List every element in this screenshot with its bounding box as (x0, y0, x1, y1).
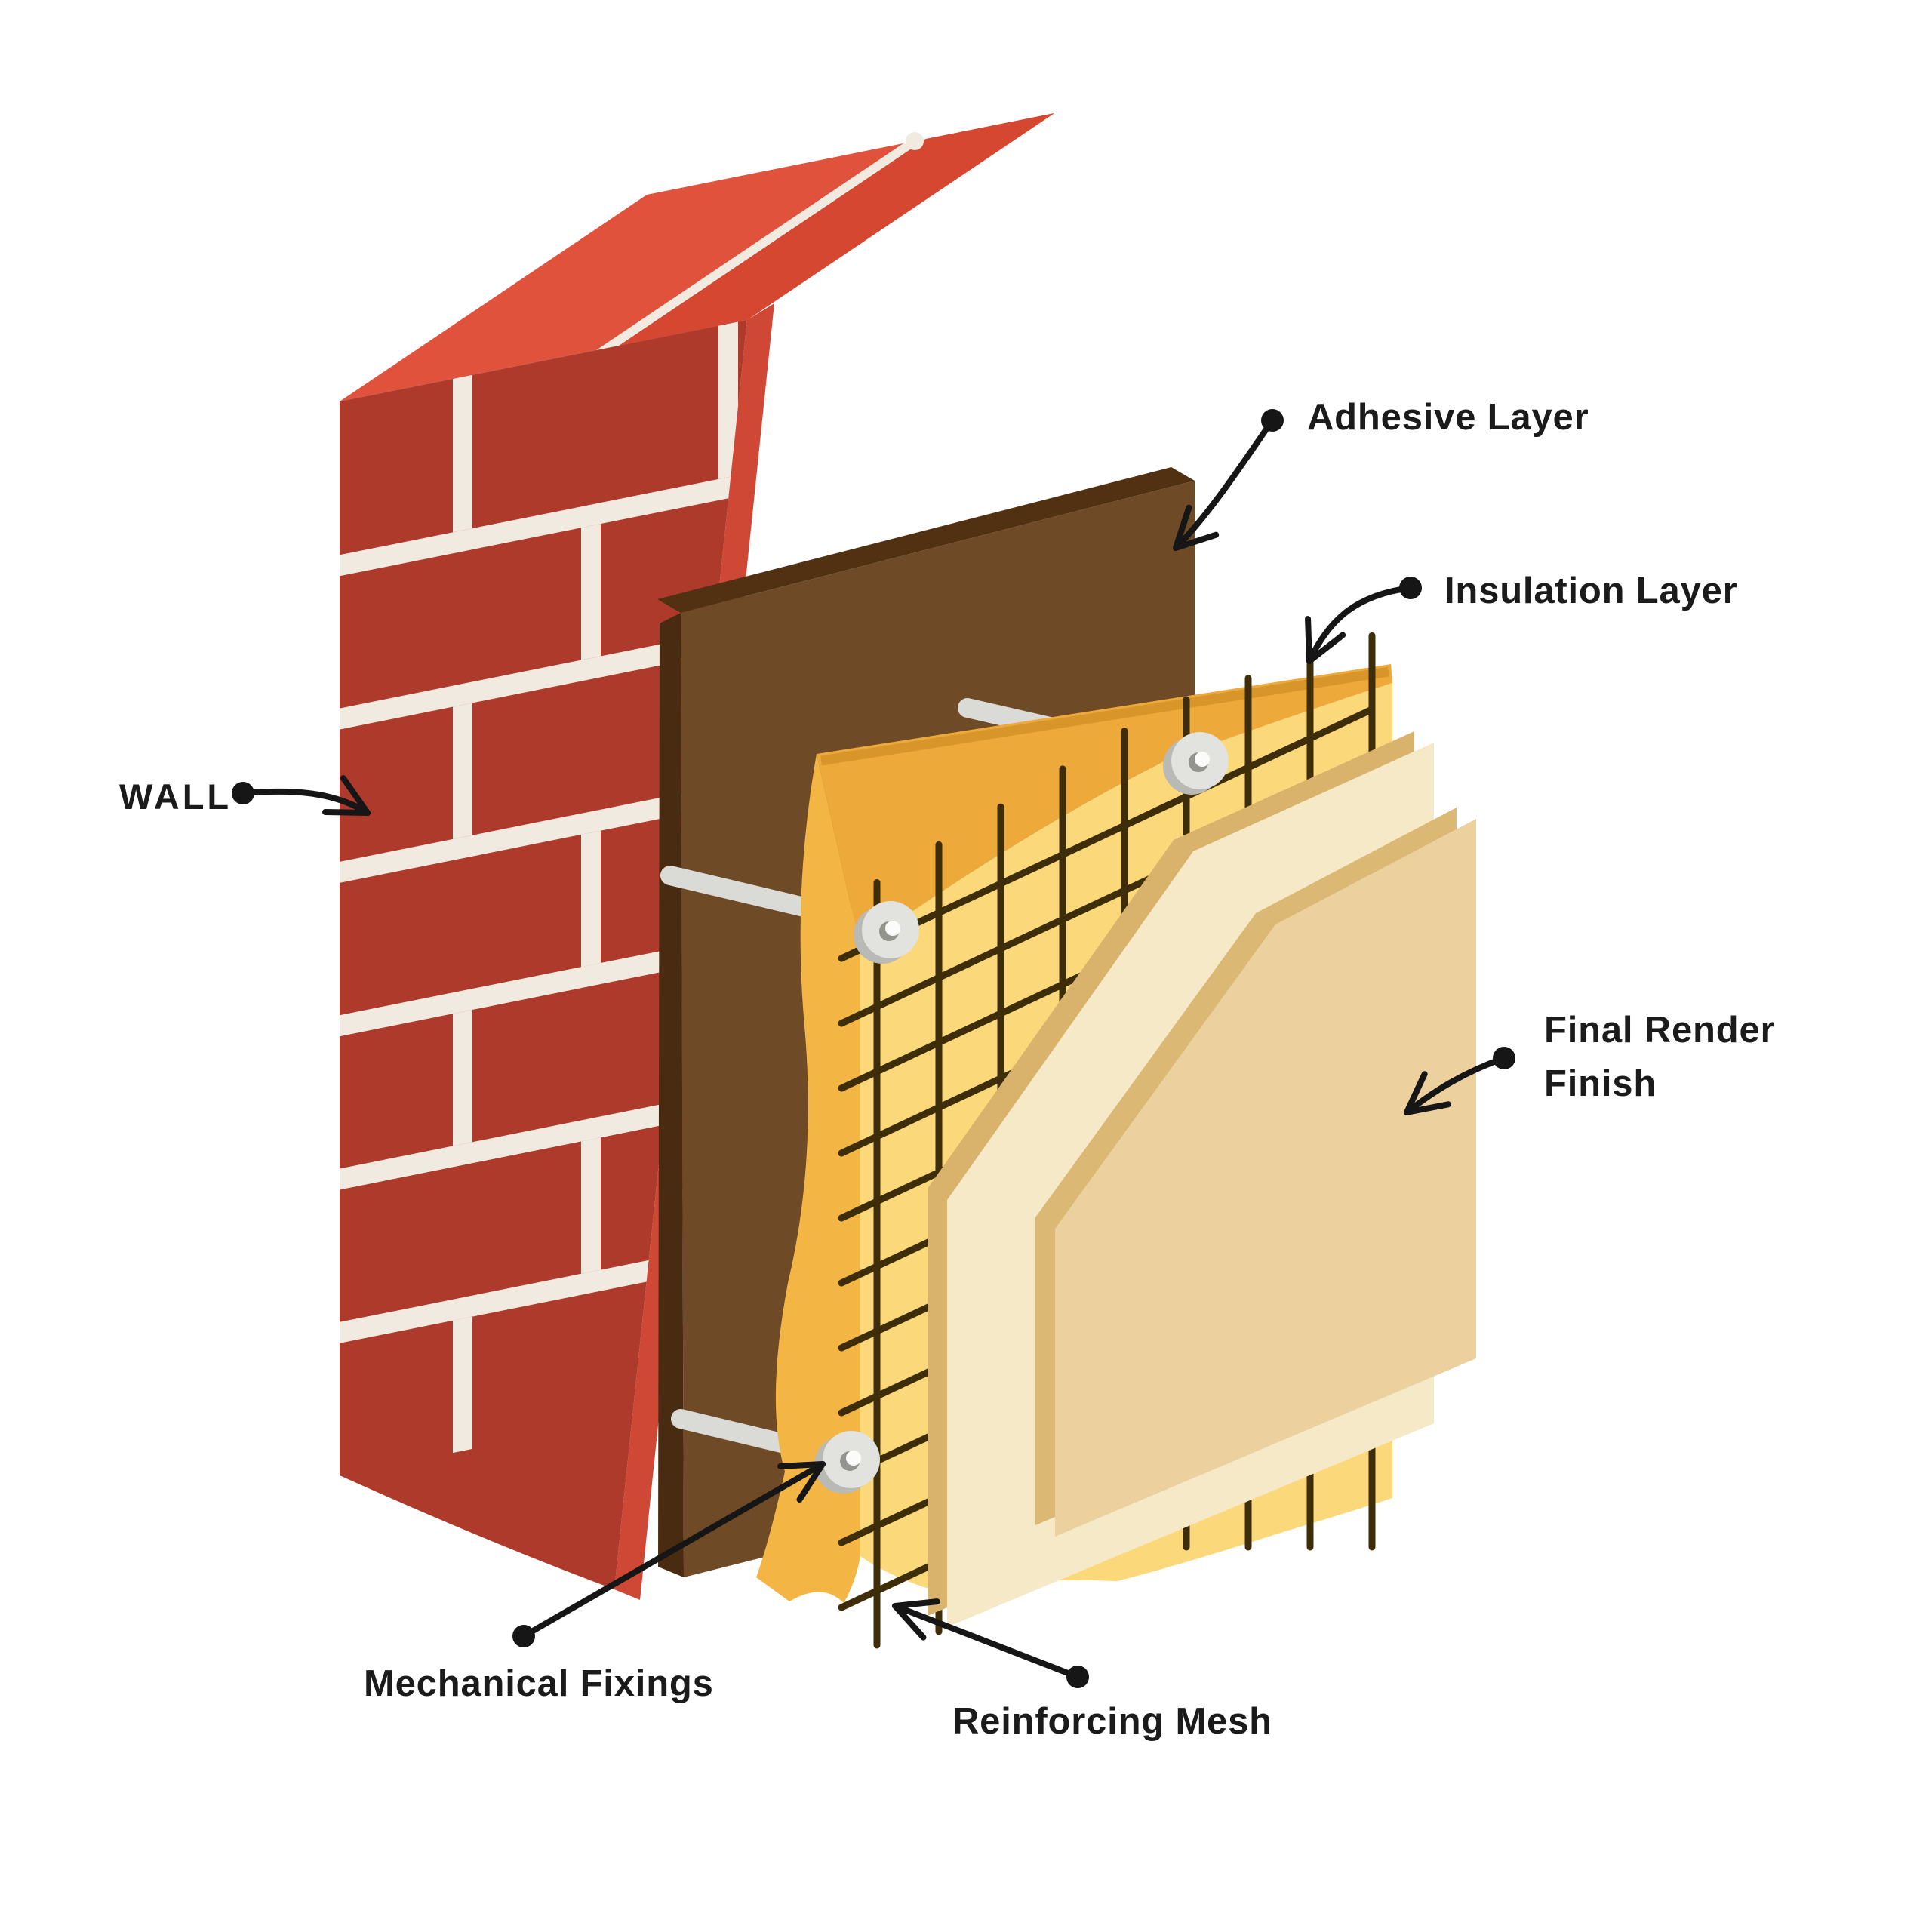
label-final-render-finish: Final Render Finish (1544, 1004, 1775, 1111)
washer-hole (885, 921, 900, 936)
mortar-bed-joint (340, 413, 747, 577)
label-adhesive-layer: Adhesive Layer (1307, 397, 1589, 438)
label-mechanical-fixings: Mechanical Fixings (364, 1663, 714, 1704)
final-render-panel-front (1055, 819, 1476, 1537)
leader-final-render (1404, 1055, 1507, 1115)
label-insulation-layer: Insulation Layer (1444, 571, 1738, 611)
mortar-head-joint (453, 703, 472, 839)
washer-hole (846, 1451, 861, 1466)
washer-hole (1195, 752, 1210, 767)
leader-arrowhead (340, 775, 371, 816)
fixing-washer (1163, 732, 1229, 795)
mortar-head-joint (453, 1316, 472, 1454)
leader-arrowhead (1305, 616, 1312, 664)
mortar-nub (340, 1170, 349, 1189)
mortar-head-joint (718, 321, 738, 479)
leader-arrowhead (777, 1461, 826, 1469)
wall-top-mortar-joint (596, 139, 926, 350)
leader-adhesive (1173, 417, 1275, 551)
mortar-head-joint (453, 1010, 472, 1146)
fixing-washer (814, 1431, 880, 1494)
leader-arrowhead (1404, 1071, 1428, 1115)
label-reinforcing-mesh: Reinforcing Mesh (952, 1701, 1272, 1742)
leader-wall (240, 788, 371, 816)
mortar-nub (340, 1323, 349, 1342)
leader-arrowhead (1173, 531, 1220, 551)
leader-arrowhead (796, 1461, 826, 1503)
label-final-render-line1: Final Render (1544, 1010, 1776, 1051)
label-wall: WALL (119, 777, 232, 817)
leader-arrowhead (892, 1603, 927, 1641)
mortar-head-joint (581, 1137, 601, 1274)
leader-insulation (1306, 585, 1414, 664)
insulation-top-shadow (820, 666, 1390, 766)
mortar-head-joint (581, 524, 601, 660)
mortar-nub (340, 1017, 349, 1035)
leader-reinforcing (892, 1603, 1081, 1680)
mortar-nub (340, 556, 349, 575)
leader-arrowhead (1404, 1101, 1451, 1115)
leader-arrowhead (892, 1598, 940, 1609)
mortar-nub (340, 863, 349, 881)
adhesive-top-face (657, 467, 1195, 613)
mesh-wire-horizontal (838, 706, 1376, 962)
leader-arrowhead (322, 809, 371, 816)
wall-top-face-right (619, 113, 1054, 346)
mortar-head-joint (581, 830, 601, 968)
leader-arrowhead (1173, 504, 1192, 551)
adhesive-side-face (658, 613, 684, 1577)
insulation-side-face (756, 754, 860, 1603)
mortar-nub (340, 709, 349, 728)
fixing-washer (854, 901, 919, 964)
leader-mechanical (521, 1461, 826, 1639)
leader-lines (232, 409, 1515, 1688)
mortar-nub (906, 132, 924, 150)
leader-arrowhead (1306, 632, 1346, 664)
label-final-render-line2: Finish (1544, 1063, 1657, 1105)
mortar-head-joint (453, 374, 472, 533)
